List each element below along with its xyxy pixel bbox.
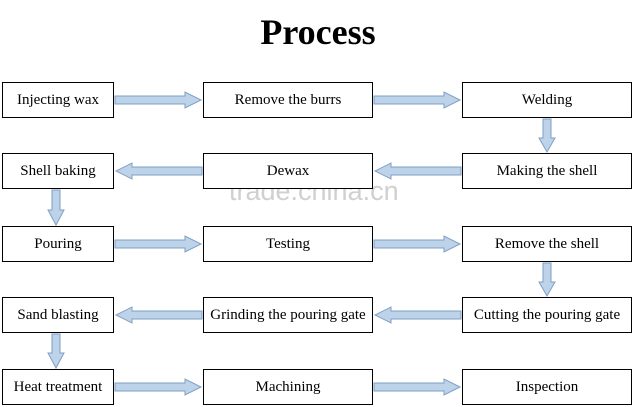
step-welding: Welding <box>462 82 632 118</box>
arrow-shell-to-dewax <box>373 162 462 180</box>
step-grinding-gate: Grinding the pouring gate <box>203 297 373 333</box>
arrow-machining-to-inspection <box>373 378 462 396</box>
arrow-sand-to-heat <box>47 333 65 370</box>
step-pouring: Pouring <box>2 226 114 262</box>
step-remove-shell: Remove the shell <box>462 226 632 262</box>
arrow-heat-to-machining <box>114 378 203 396</box>
step-injecting-wax: Injecting wax <box>2 82 114 118</box>
arrow-remove-to-cutting <box>538 262 556 298</box>
step-cutting-gate: Cutting the pouring gate <box>462 297 632 333</box>
arrow-welding-to-shell <box>538 118 556 154</box>
step-machining: Machining <box>203 369 373 405</box>
step-remove-burrs: Remove the burrs <box>203 82 373 118</box>
step-heat-treatment: Heat treatment <box>2 369 114 405</box>
step-sand-blasting: Sand blasting <box>2 297 114 333</box>
arrow-dewax-to-baking <box>114 162 203 180</box>
arrow-injecting-to-burrs <box>114 91 203 109</box>
arrow-pouring-to-testing <box>114 235 203 253</box>
arrow-baking-to-pouring <box>47 189 65 227</box>
arrow-cutting-to-grinding <box>373 306 462 324</box>
step-inspection: Inspection <box>462 369 632 405</box>
arrow-testing-to-remove-shell <box>373 235 462 253</box>
arrow-burrs-to-welding <box>373 91 462 109</box>
step-shell-baking: Shell baking <box>2 153 114 189</box>
arrow-grinding-to-sand <box>114 306 203 324</box>
step-making-shell: Making the shell <box>462 153 632 189</box>
diagram-title: Process <box>260 12 376 52</box>
step-testing: Testing <box>203 226 373 262</box>
step-dewax: Dewax <box>203 153 373 189</box>
